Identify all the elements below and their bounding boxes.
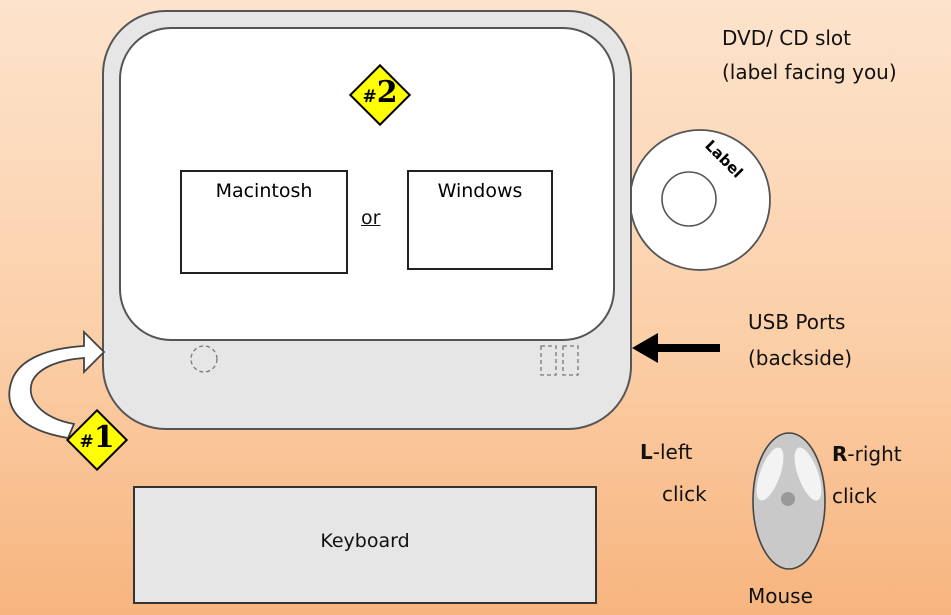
power-button-icon xyxy=(190,345,218,373)
keyboard xyxy=(133,486,597,604)
mouse-right-line2: click xyxy=(832,484,877,508)
dvd-title-line1: DVD/ CD slot xyxy=(722,26,852,50)
macintosh-box: Macintosh xyxy=(180,170,348,274)
windows-box: Windows xyxy=(407,170,553,270)
or-label: or xyxy=(361,207,381,229)
mouse-left-line1: L-left xyxy=(640,440,693,464)
usb-arrow-icon xyxy=(632,333,720,363)
dvd-disc-icon xyxy=(632,129,771,271)
windows-label: Windows xyxy=(437,180,523,202)
macintosh-label: Macintosh xyxy=(215,180,313,202)
usb-label-line2: (backside) xyxy=(748,346,853,370)
keyboard-label: Keyboard xyxy=(320,530,410,552)
mouse-icon xyxy=(752,432,826,570)
step-1-label: #1 xyxy=(79,420,115,455)
usb-label-line1: USB Ports xyxy=(748,310,846,334)
mouse-left-line2: click xyxy=(662,482,707,506)
step-2-label: #2 xyxy=(362,75,398,110)
mouse-right-line1: R-right xyxy=(832,442,902,466)
curved-arrow-icon xyxy=(8,329,106,440)
front-ports-icon xyxy=(540,345,579,376)
dvd-title-line2: (label facing you) xyxy=(722,60,897,84)
mouse-label: Mouse xyxy=(748,584,813,608)
